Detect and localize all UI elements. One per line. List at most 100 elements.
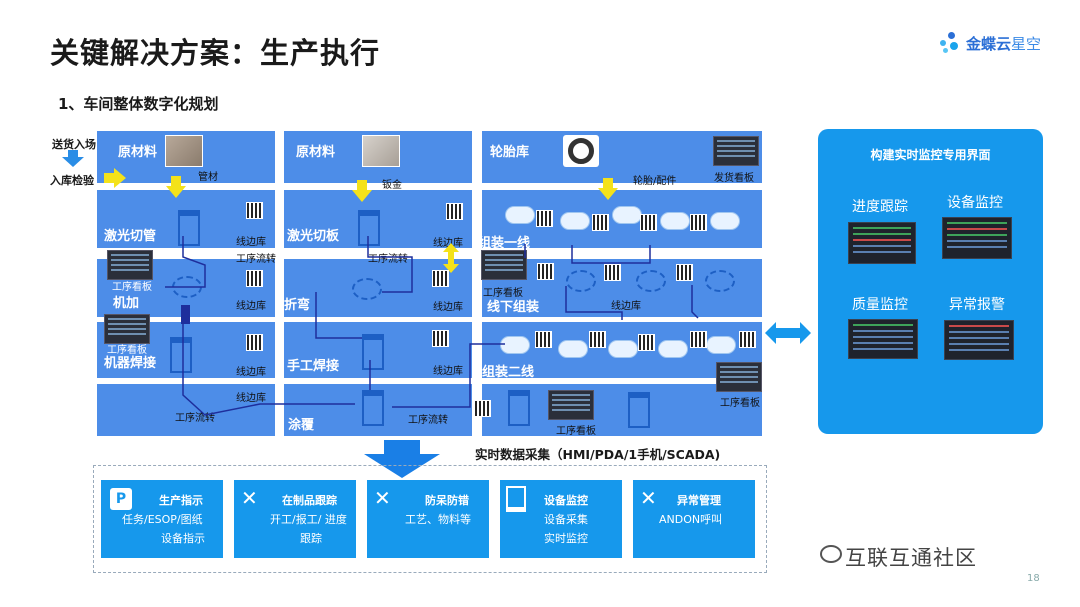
- logo-brand: 金蝶云: [966, 34, 1012, 53]
- monitor-alarm-label: 异常报警: [949, 297, 1005, 313]
- feature-line: 设备指示: [161, 532, 205, 545]
- assembly-station-icon: [660, 212, 690, 230]
- monitor-progress-label: 进度跟踪: [852, 199, 908, 215]
- col2-laser-label: 激光切板: [287, 229, 340, 244]
- offline-gear-icon: [566, 270, 596, 292]
- robot-icon: [170, 337, 192, 373]
- col2-raw-label: 原材料: [296, 145, 336, 160]
- yellow-down-arrow-icon: [598, 178, 618, 200]
- qr-code-icon: [592, 214, 609, 231]
- qr-code-icon: [246, 270, 263, 287]
- col3-ship-board: 发货看板: [714, 173, 754, 184]
- data-collect-label: 实时数据采集（HMI/PDA/1手机/SCADA): [475, 447, 721, 462]
- col3-line2-label: 组装二线: [482, 365, 535, 380]
- alarm-screen[interactable]: [944, 320, 1014, 360]
- col1-flow2: 工序流转: [175, 413, 215, 424]
- yellow-down-arrow-icon: [166, 176, 186, 198]
- quality-screen[interactable]: [848, 319, 918, 359]
- col2-edge1: 线边库: [433, 238, 463, 249]
- page-number: 18: [1027, 573, 1040, 584]
- equipment-screen[interactable]: [942, 217, 1012, 259]
- assembly-station-icon: [500, 336, 530, 354]
- progress-screen[interactable]: [848, 222, 916, 264]
- feature-line: 任务/ESOP/图纸: [122, 513, 203, 526]
- qr-code-icon: [739, 331, 756, 348]
- process-board-screen: [481, 250, 527, 280]
- yellow-right-arrow-icon: [104, 168, 126, 188]
- tools-icon: ✕: [374, 486, 391, 510]
- col1-machining-label: 机加: [113, 296, 140, 311]
- feature-card-exception-management[interactable]: ✕ 异常管理 ANDON呼叫: [633, 480, 755, 558]
- qr-code-icon: [474, 400, 491, 417]
- watermark-text: 互联互通社区: [845, 546, 977, 570]
- col1-board2: 工序看板: [107, 345, 147, 356]
- qr-code-icon: [690, 331, 707, 348]
- yellow-down-arrow-icon: [352, 180, 372, 202]
- qr-code-icon: [640, 214, 657, 231]
- assembly-station-icon: [560, 212, 590, 230]
- feature-frame: [93, 465, 767, 573]
- transfer-block: [181, 305, 190, 324]
- assembly-station-icon: [612, 206, 642, 224]
- col3-offline-label: 线下组装: [487, 300, 540, 315]
- assembly-station-icon: [706, 336, 736, 354]
- col1-edge2: 线边库: [236, 301, 266, 312]
- feature-card-production-instruction[interactable]: P 生产指示 任务/ESOP/图纸 设备指示: [101, 480, 223, 558]
- qr-code-icon: [432, 330, 449, 347]
- bending-gear-icon: [352, 278, 382, 300]
- tire-photo: [563, 135, 599, 167]
- data-collect-arrow-icon: [364, 440, 440, 478]
- qr-code-icon: [638, 334, 655, 351]
- machining-gear-icon: [172, 276, 202, 298]
- qr-code-icon: [690, 214, 707, 231]
- feature-card-wip-tracking[interactable]: ✕ 在制品跟踪 开工/报工/ 进度 跟踪: [234, 480, 356, 558]
- sheet-material-photo: [362, 135, 400, 167]
- col2-edge2: 线边库: [433, 302, 463, 313]
- feature-title: 防呆防错: [425, 494, 469, 507]
- col1-edge4: 线边库: [236, 393, 266, 404]
- col3-board3: 工序看板: [720, 398, 760, 409]
- col1-edge3: 线边库: [236, 367, 266, 378]
- feature-title: 异常管理: [677, 494, 721, 507]
- qr-code-icon: [535, 331, 552, 348]
- robot-icon: [508, 390, 530, 426]
- feature-line: 设备采集: [544, 513, 588, 526]
- qr-code-icon: [536, 210, 553, 227]
- robot-icon: [362, 334, 384, 370]
- col2-coating-label: 涂覆: [288, 418, 315, 433]
- wechat-icon: [820, 545, 842, 563]
- col3-board2: 工序看板: [556, 426, 596, 437]
- col2-manual-weld-label: 手工焊接: [287, 359, 340, 374]
- monitor-quality-label: 质量监控: [852, 297, 908, 313]
- robot-icon: [362, 390, 384, 426]
- feature-title: 设备监控: [544, 494, 588, 507]
- process-board-screen: [104, 314, 150, 344]
- feature-title: 在制品跟踪: [282, 494, 337, 507]
- down-arrow-icon: [62, 150, 84, 167]
- feature-line: 开工/报工/ 进度: [270, 513, 347, 526]
- feature-card-equipment-monitoring[interactable]: 设备监控 设备采集 实时监控: [500, 480, 622, 558]
- col3-tire-label: 轮胎库: [490, 145, 530, 160]
- feature-line: 跟踪: [300, 532, 322, 545]
- col1-edge1: 线边库: [236, 237, 266, 248]
- qr-code-icon: [446, 203, 463, 220]
- feature-line: 工艺、物料等: [405, 513, 471, 526]
- monitoring-panel-title: 构建实时监控专用界面: [870, 148, 991, 162]
- col1-welding-label: 机器焊接: [104, 356, 157, 371]
- col2-edge3: 线边库: [433, 366, 463, 377]
- inspect-label: 入库检验: [50, 174, 94, 187]
- process-board-screen: [716, 362, 762, 392]
- assembly-station-icon: [710, 212, 740, 230]
- col1-board1: 工序看板: [112, 282, 152, 293]
- feature-card-error-proofing[interactable]: ✕ 防呆防错 工艺、物料等: [367, 480, 489, 558]
- qr-code-icon: [537, 263, 554, 280]
- robot-icon: [358, 210, 380, 246]
- col3-board1: 工序看板: [483, 288, 523, 299]
- col2-flow1: 工序流转: [368, 254, 408, 265]
- col1-raw-label: 原材料: [118, 145, 158, 160]
- col2-flow2: 工序流转: [408, 415, 448, 426]
- qr-code-icon: [589, 331, 606, 348]
- col3-tire-sub: 轮胎/配件: [633, 176, 677, 187]
- qr-code-icon: [246, 202, 263, 219]
- tools-icon: ✕: [241, 486, 258, 510]
